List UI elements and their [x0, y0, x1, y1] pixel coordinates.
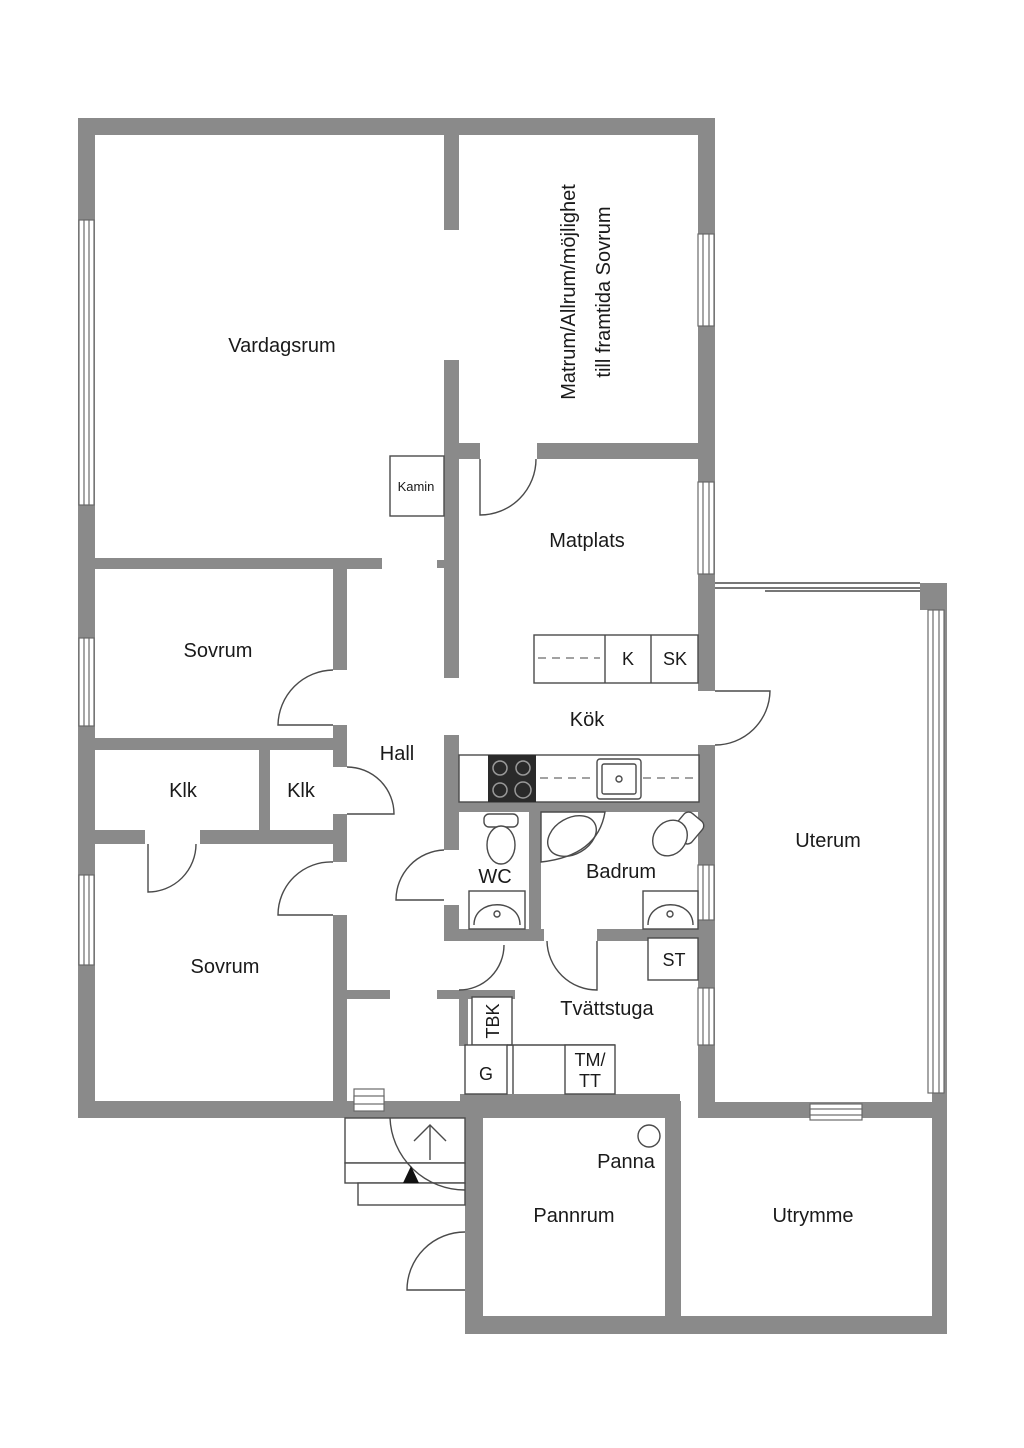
entrance-steps: [344, 1117, 466, 1206]
tm-tt-unit: [564, 1044, 616, 1095]
room-sovrum-top: Sovrum: [184, 640, 253, 662]
bathroom-toilet-icon: [651, 811, 705, 857]
room-utrymme: Utrymme: [772, 1205, 853, 1227]
room-kok: Kök: [570, 709, 605, 731]
room-badrum: Badrum: [586, 861, 656, 883]
room-sovrum-bottom: Sovrum: [191, 956, 260, 978]
boiler-icon: [637, 1124, 661, 1148]
room-pannrum: Pannrum: [533, 1205, 614, 1227]
label-st: ST: [662, 950, 685, 970]
room-tvattstuga: Tvättstuga: [560, 998, 654, 1020]
room-klk-left: Klk: [169, 780, 198, 802]
fixture-labels: Kamin K SK ST TBK G TM/ TT Panna: [398, 479, 687, 1173]
walls: [78, 118, 947, 1334]
room-labels: Vardagsrum Matrum/Allrum/möjlighet till …: [169, 184, 861, 1227]
bathtub-icon: [540, 811, 606, 863]
room-matrum-line1: Matrum/Allrum/möjlighet: [558, 184, 580, 400]
toilet-icon: [483, 813, 519, 865]
room-matrum-line2: till framtida Sovrum: [593, 206, 615, 377]
label-panna: Panna: [597, 1151, 656, 1173]
room-vardagsrum: Vardagsrum: [228, 335, 335, 357]
bathroom-sink-icon: [642, 890, 699, 930]
room-uterum: Uterum: [795, 830, 861, 852]
fireplace: [389, 455, 445, 517]
label-g: G: [479, 1064, 493, 1084]
g-unit: [464, 1044, 508, 1095]
label-tbk: TBK: [483, 1003, 503, 1038]
label-sk: SK: [663, 649, 687, 669]
kitchen-counter-top: [533, 634, 699, 684]
label-kamin: Kamin: [398, 479, 435, 494]
kitchen-sink-icon: [596, 758, 642, 800]
entrance-arrow-icon: [403, 1166, 419, 1183]
windows: [78, 219, 945, 1121]
label-tm-line2: TT: [579, 1071, 601, 1091]
room-matplats: Matplats: [549, 530, 625, 552]
room-hall: Hall: [380, 743, 414, 765]
doors: [147, 458, 771, 1291]
wc-sink-icon: [468, 890, 526, 930]
st-cabinet: [647, 937, 699, 981]
label-tm-line1: TM/: [575, 1050, 606, 1070]
label-k: K: [622, 649, 634, 669]
room-klk-right: Klk: [287, 780, 316, 802]
room-wc: WC: [478, 866, 511, 888]
